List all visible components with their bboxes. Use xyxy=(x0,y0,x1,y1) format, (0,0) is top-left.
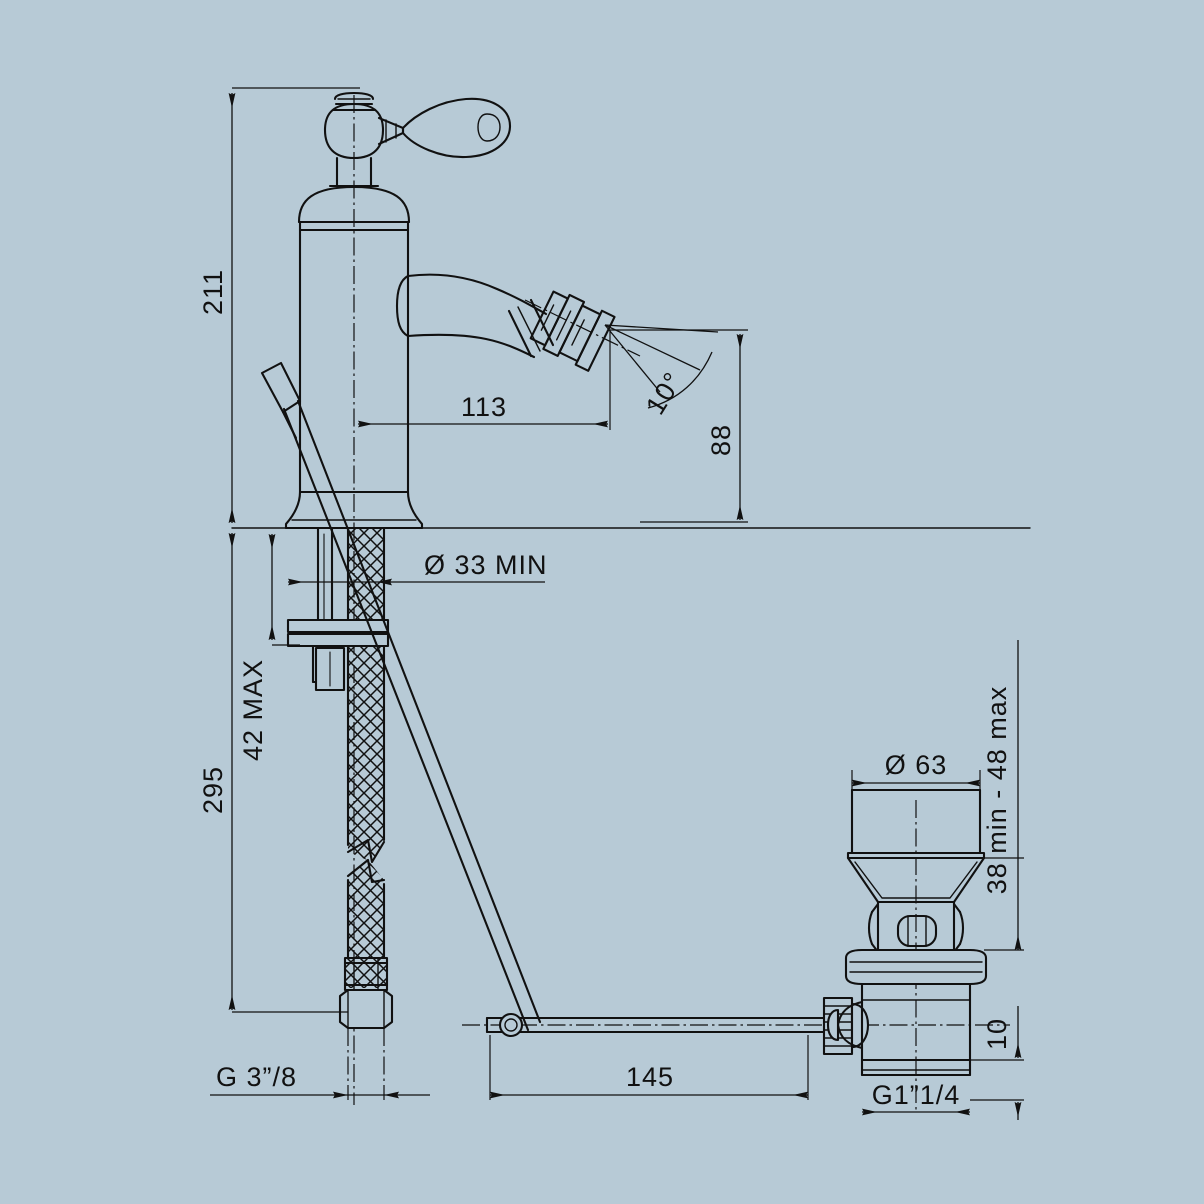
dim-295-text: 295 xyxy=(198,766,228,814)
dim-inlet-thread: G 3”/8 xyxy=(210,1062,430,1099)
dim-10-text: 10 xyxy=(982,1018,1012,1050)
inlet-hex-nut xyxy=(338,988,394,1030)
dim-basin-range-text: 38 min - 48 max xyxy=(982,686,1012,895)
aerator-nozzle xyxy=(524,290,641,372)
dim-g114-text: G1”1/4 xyxy=(872,1080,961,1110)
dim-aerator-angle: 10° xyxy=(604,324,719,420)
dim-d33-text: Ø 33 MIN xyxy=(424,550,548,580)
dim-spout-reach: 113 xyxy=(358,330,611,430)
dim-42max-text: 42 MAX xyxy=(238,659,268,761)
dim-deck-hole: Ø 33 MIN xyxy=(288,550,548,586)
popup-lift-rod xyxy=(260,361,542,1032)
dim-waste-outlet-thread: G1”1/4 xyxy=(862,1080,970,1116)
spout xyxy=(395,273,555,359)
dim-145-text: 145 xyxy=(626,1062,674,1092)
braided-hose-lower xyxy=(348,860,384,958)
dim-angle-text: 10° xyxy=(640,367,689,420)
dim-d63-text: Ø 63 xyxy=(885,750,948,780)
mixer-body-upper xyxy=(297,185,411,494)
dim-88-text: 88 xyxy=(706,424,736,456)
deck-mounting-hardware xyxy=(286,618,390,692)
dim-113-text: 113 xyxy=(461,392,507,422)
dim-total-height: 295 xyxy=(198,533,348,1013)
dim-211-text: 211 xyxy=(198,269,228,315)
lever-handle xyxy=(377,97,512,159)
dim-g38-text: G 3”/8 xyxy=(216,1062,297,1092)
dim-pull-rod-length: 145 xyxy=(489,1035,809,1100)
dim-spout-height: 88 xyxy=(608,329,748,523)
dim-basin-thickness-range: 38 min - 48 max xyxy=(982,640,1024,951)
dim-waste-tail-height: 10 xyxy=(970,1006,1024,1120)
pull-rod-pivot-ring xyxy=(498,1012,524,1038)
dim-waste-flange-diameter: Ø 63 xyxy=(851,750,981,790)
aerator-axis xyxy=(524,299,641,357)
dim-deck-thickness: 42 MAX xyxy=(238,534,300,761)
pull-rod-assembly xyxy=(462,996,1010,1056)
hose-ferrule xyxy=(343,956,389,992)
dim-height-above-deck: 211 xyxy=(198,87,360,523)
popup-waste-view xyxy=(826,788,988,1110)
waste-side-branch xyxy=(826,1000,864,1050)
